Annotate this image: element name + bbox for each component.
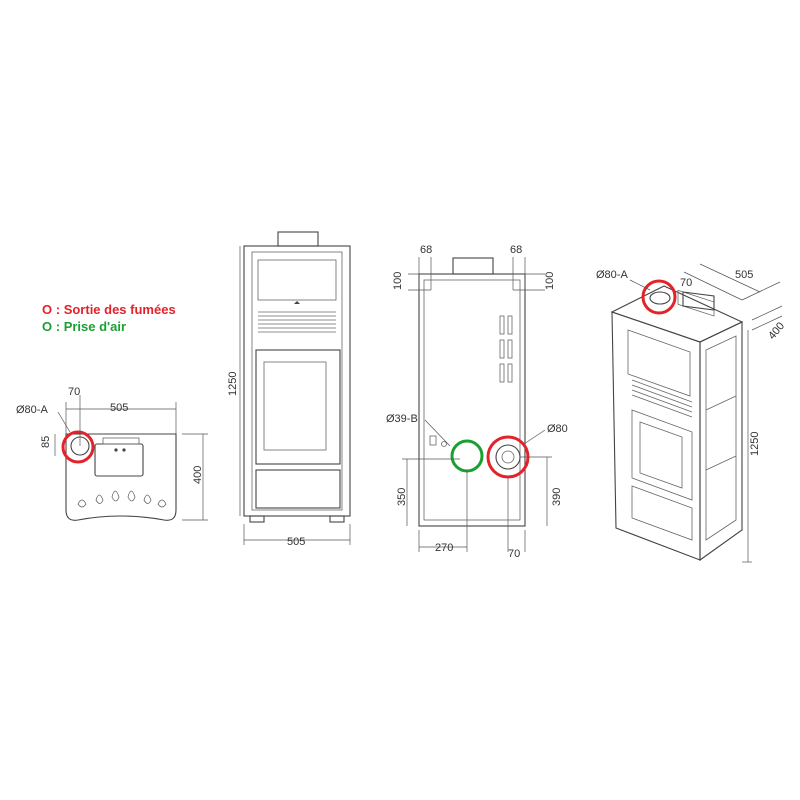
top-flue-marker: [61, 430, 95, 464]
rear-dim-air-offset: 270: [435, 542, 453, 554]
rear-air-marker: [450, 439, 484, 473]
rear-dim-left-top: 68: [420, 244, 432, 256]
iso-dim-depth: 400: [766, 320, 787, 342]
iso-dim-offset: 70: [680, 277, 692, 289]
rear-dim-right-top: 68: [510, 244, 522, 256]
rear-dim-air-height: 350: [396, 488, 408, 506]
iso-view: Ø80-A 70 505 400 1250: [596, 263, 787, 563]
front-dim-height: 1250: [227, 372, 239, 396]
top-dim-offset-y: 85: [40, 436, 52, 448]
iso-dim-width: 505: [735, 269, 753, 281]
top-dim-depth: 400: [192, 466, 204, 484]
legend-marker: O :: [42, 319, 61, 334]
legend-smoke-outlet: O : Sortie des fumées: [42, 302, 176, 317]
rear-air-label: Ø39-B: [386, 413, 418, 425]
legend-air-label: Prise d'air: [63, 319, 127, 334]
legend-marker: O :: [42, 302, 61, 317]
rear-dim-flue-offset: 70: [508, 548, 520, 560]
top-flue-label: Ø80-A: [16, 404, 48, 416]
rear-dim-right-side: 100: [544, 272, 556, 290]
iso-dim-height: 1250: [749, 432, 761, 456]
front-view: 1250 505: [227, 231, 351, 548]
top-dim-offset-x: 70: [68, 386, 80, 398]
rear-view: 68 68 100 100 Ø39-B Ø80 350 390 270 70: [386, 244, 568, 560]
legend-smoke-label: Sortie des fumées: [63, 302, 176, 317]
iso-flue-label: Ø80-A: [596, 269, 628, 281]
legend-air-intake: O : Prise d'air: [42, 319, 126, 334]
iso-flue-marker: [641, 279, 677, 315]
front-dim-width: 505: [287, 536, 305, 548]
rear-dim-left-side: 100: [392, 272, 404, 290]
top-dim-width: 505: [110, 402, 128, 414]
rear-dim-flue-height: 390: [551, 488, 563, 506]
rear-flue-label: Ø80: [547, 423, 568, 435]
top-view: Ø80-A 70 505 85 400: [16, 386, 208, 521]
